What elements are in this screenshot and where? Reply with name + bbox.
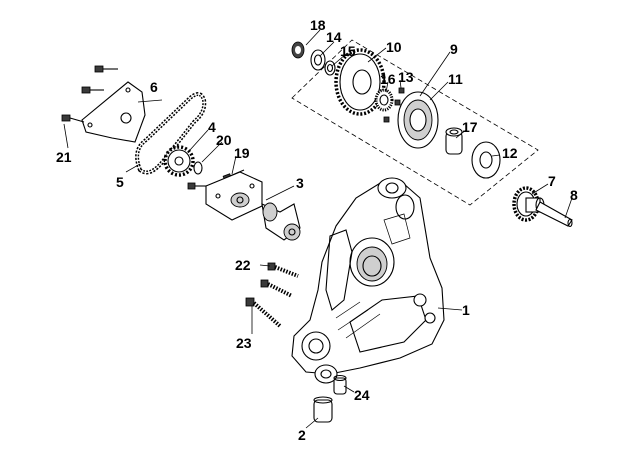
needle-bearing-16 (374, 88, 394, 112)
callout-10: 10 (386, 39, 402, 55)
callout-6: 6 (150, 79, 158, 95)
bolt-13-set (383, 87, 405, 123)
callout-15: 15 (340, 43, 356, 59)
callout-5: 5 (116, 174, 124, 190)
crankcase-cover (291, 177, 445, 384)
bushing-17 (445, 127, 463, 155)
starter-driven-gear (334, 48, 386, 116)
thrust-washer-12 (471, 141, 501, 179)
starter-group-outline (291, 39, 539, 206)
bolt-23 (245, 297, 282, 328)
dowel-sleeve-2 (313, 396, 333, 423)
idle-gear-7 (512, 186, 545, 222)
dowel-24 (333, 374, 347, 395)
callout-17: 17 (462, 119, 478, 135)
callout-20: 20 (216, 132, 232, 148)
bolt-22-set (260, 262, 299, 298)
callout-24: 24 (354, 387, 370, 403)
callout-7: 7 (548, 173, 556, 189)
callout-2: 2 (298, 427, 306, 443)
callout-19: 19 (234, 145, 250, 161)
oil-pump-sprocket (163, 145, 195, 177)
callout-18: 18 (310, 17, 326, 33)
bolt-21-set (61, 65, 118, 123)
callout-8: 8 (570, 187, 578, 203)
drive-chain (135, 92, 207, 175)
oil-seal-18 (291, 41, 305, 59)
washer-20 (193, 161, 203, 175)
callout-23: 23 (236, 335, 252, 351)
chain-guide-plate (81, 81, 146, 143)
washer-15 (324, 60, 336, 76)
callout-1: 1 (462, 302, 470, 318)
callout-12: 12 (502, 145, 518, 161)
callout-labels: 1 2 3 4 5 6 7 8 9 10 11 12 13 14 15 16 1… (56, 17, 578, 443)
callout-13: 13 (398, 69, 414, 85)
callout-9: 9 (450, 41, 458, 57)
one-way-clutch (397, 91, 439, 149)
callout-14: 14 (326, 29, 342, 45)
shaft-8 (535, 201, 573, 228)
callout-21: 21 (56, 149, 72, 165)
leader-lines (63, 29, 573, 429)
callout-11: 11 (448, 71, 463, 87)
oil-pump (205, 171, 301, 241)
callout-4: 4 (208, 119, 216, 135)
callout-16: 16 (380, 71, 396, 87)
callout-22: 22 (235, 257, 251, 273)
callout-3: 3 (296, 175, 304, 191)
